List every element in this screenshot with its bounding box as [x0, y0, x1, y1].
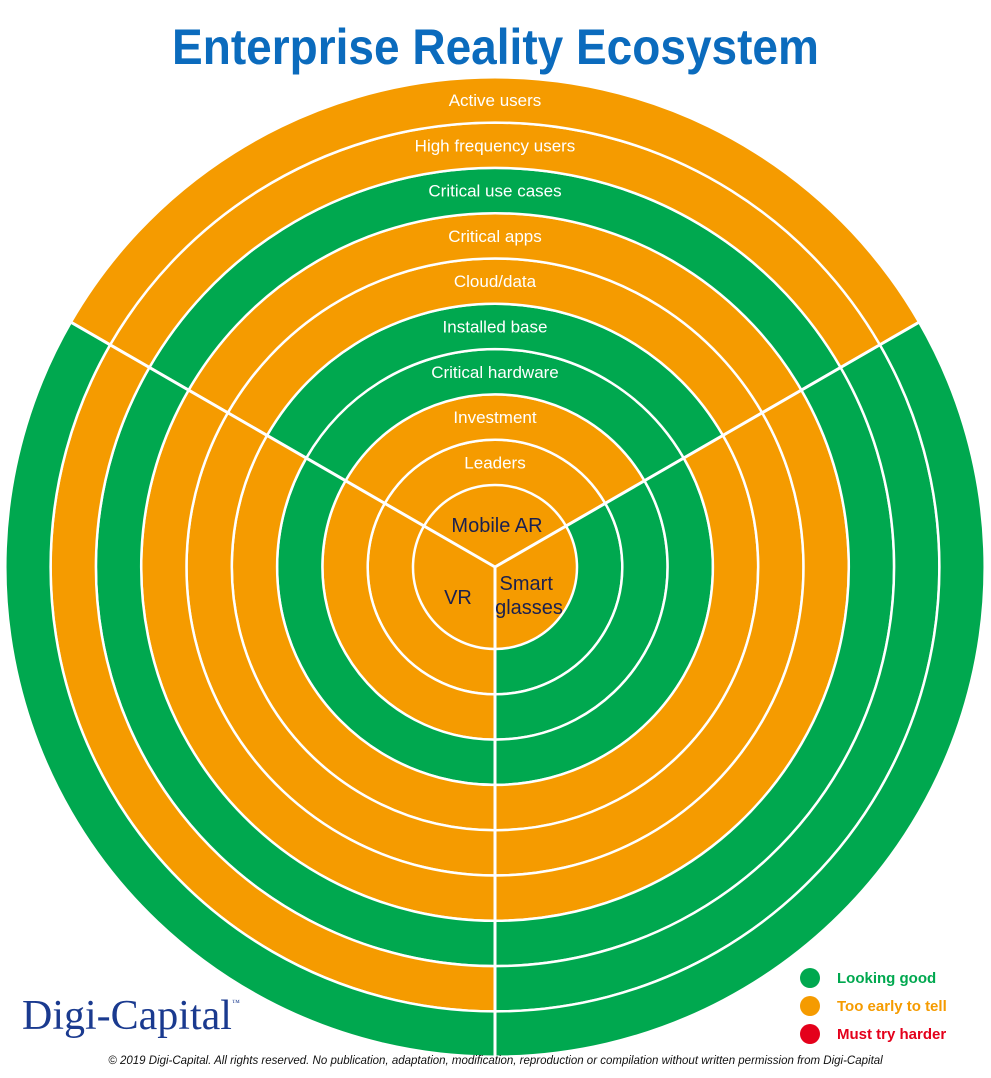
logo-mark: ™: [231, 998, 240, 1007]
ring-label: Investment: [453, 408, 536, 427]
ring-sectors: [4, 76, 986, 1058]
ring-label: Active users: [449, 91, 542, 110]
ring-label: Critical use cases: [428, 182, 561, 201]
copyright-footer: © 2019 Digi-Capital. All rights reserved…: [108, 1055, 883, 1067]
legend: Looking good Too early to tell Must try …: [800, 964, 990, 1048]
green-dot-icon: [800, 968, 820, 988]
legend-item-looking-good: Looking good: [800, 964, 990, 992]
legend-item-must-try-harder: Must try harder: [800, 1020, 990, 1048]
legend-item-too-early: Too early to tell: [800, 992, 990, 1020]
page-title: Enterprise Reality Ecosystem: [172, 19, 819, 75]
center-label-smart-glasses: Smart glasses: [495, 573, 563, 619]
legend-label: Too early to tell: [837, 997, 947, 1015]
logo-text: Digi-Capital: [22, 993, 232, 1039]
separators: [70, 320, 920, 1057]
center-label-mobile-ar: Mobile AR: [451, 515, 542, 537]
legend-label: Must try harder: [837, 1025, 947, 1043]
ring-label: High frequency users: [415, 136, 576, 155]
red-dot-icon: [800, 1024, 820, 1044]
ring-label: Installed base: [443, 317, 548, 336]
legend-label: Looking good: [837, 969, 937, 987]
ring-label: Cloud/data: [454, 272, 537, 291]
sector-separator: [494, 320, 920, 569]
digi-capital-logo: Digi-Capital™: [22, 992, 240, 1040]
ring-label: Critical apps: [448, 227, 542, 246]
sector-separator: [70, 320, 496, 569]
orange-dot-icon: [800, 996, 820, 1016]
ring-label: Critical hardware: [431, 363, 559, 382]
ring-label: Leaders: [464, 453, 525, 472]
center-label-vr: VR: [444, 587, 472, 609]
ring-labels: Leaders Investment Critical hardware Instal…: [415, 91, 576, 472]
